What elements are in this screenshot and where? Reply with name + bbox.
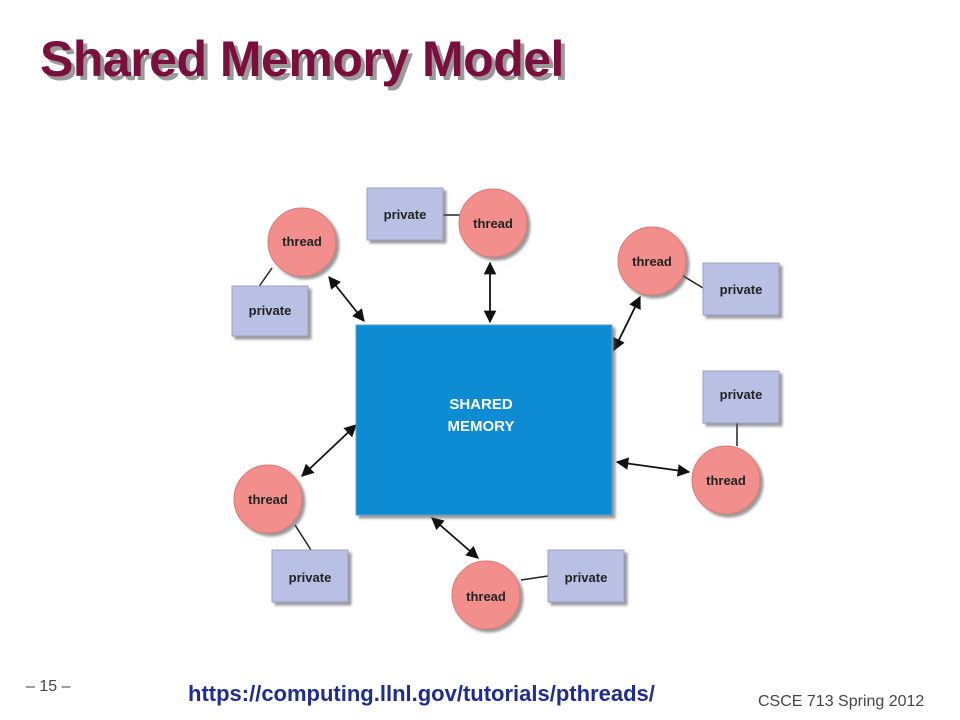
- connector-line: [520, 575, 549, 581]
- private-label: private: [720, 387, 763, 402]
- private-label: private: [249, 303, 292, 318]
- thread-node-3: thread: [617, 226, 687, 296]
- thread-node-1: thread: [267, 207, 337, 277]
- thread-label: thread: [282, 234, 322, 249]
- private-label: private: [565, 570, 608, 585]
- source-url-link[interactable]: https://computing.llnl.gov/tutorials/pth…: [188, 681, 655, 706]
- thread-private-connectors: [257, 214, 738, 581]
- thread-label: thread: [466, 589, 506, 604]
- private-label: private: [384, 207, 427, 222]
- private-box-6: private: [547, 549, 625, 603]
- thread-label: thread: [706, 473, 746, 488]
- shared-memory-label-line2: MEMORY: [448, 418, 515, 435]
- course-label: CSCE 713 Spring 2012: [758, 693, 925, 710]
- private-label: private: [720, 282, 763, 297]
- thread-label: thread: [632, 254, 672, 269]
- thread-node-6: thread: [451, 560, 521, 630]
- private-box-3: private: [702, 262, 780, 316]
- private-box-4: private: [702, 370, 780, 424]
- shared-memory-block: SHARED MEMORY: [355, 324, 613, 516]
- access-arrows: [301, 261, 691, 559]
- thread-label: thread: [248, 492, 288, 507]
- connector-line: [294, 524, 312, 551]
- connector-line: [257, 267, 273, 289]
- connector-line: [679, 273, 704, 289]
- access-arrow: [301, 424, 357, 477]
- thread-label: thread: [473, 216, 513, 231]
- access-arrow: [328, 276, 365, 322]
- private-box-2: private: [366, 187, 444, 241]
- access-arrow: [431, 517, 479, 559]
- shared-memory-label-line1: SHARED: [449, 396, 513, 413]
- access-arrow: [615, 457, 691, 477]
- access-arrow: [613, 295, 641, 352]
- thread-node-2: thread: [458, 188, 528, 258]
- private-box-1: private: [231, 285, 309, 337]
- private-label: private: [289, 570, 332, 585]
- thread-node-4: thread: [691, 445, 761, 515]
- thread-node-5: thread: [233, 464, 303, 534]
- private-box-5: private: [271, 549, 349, 603]
- slide-title: Shared Memory Model: [40, 31, 564, 87]
- page-number: – 15 –: [26, 678, 71, 695]
